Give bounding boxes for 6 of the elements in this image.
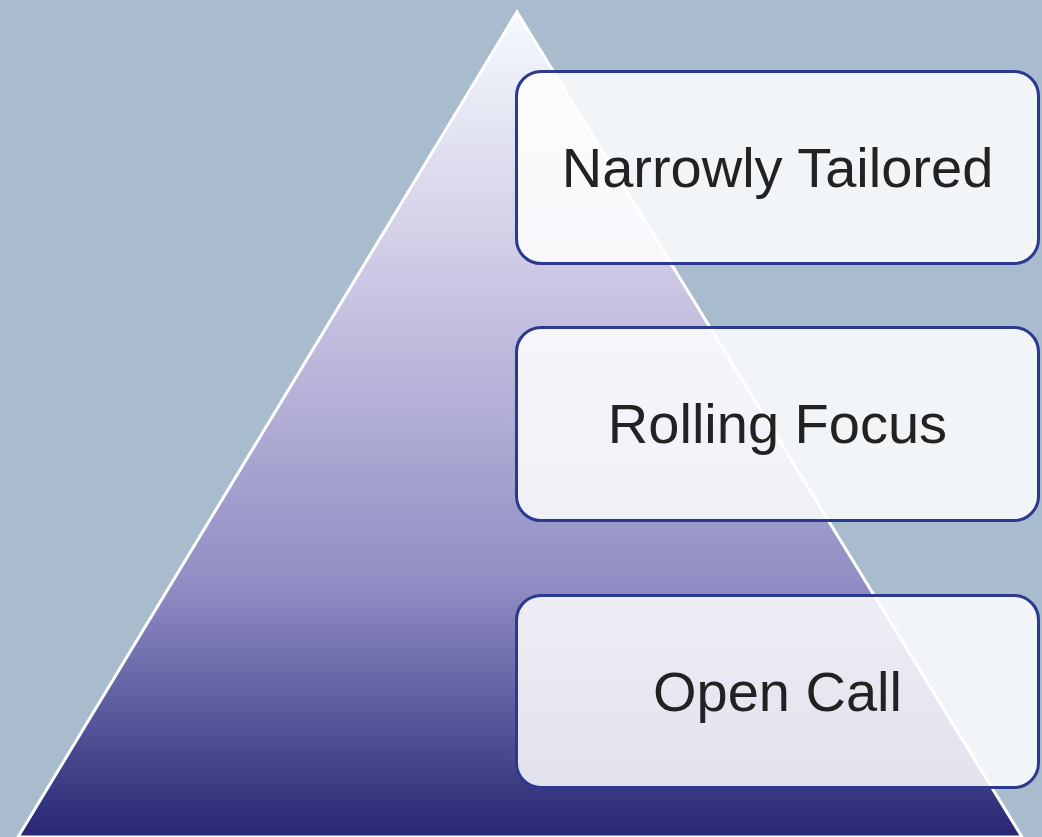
tier-label: Open Call [653, 658, 902, 725]
tier-label: Narrowly Tailored [561, 134, 994, 201]
tier-label: Rolling Focus [607, 391, 948, 458]
tier-box [515, 594, 1040, 789]
tier-box [515, 70, 1040, 265]
tier-box [515, 326, 1040, 522]
